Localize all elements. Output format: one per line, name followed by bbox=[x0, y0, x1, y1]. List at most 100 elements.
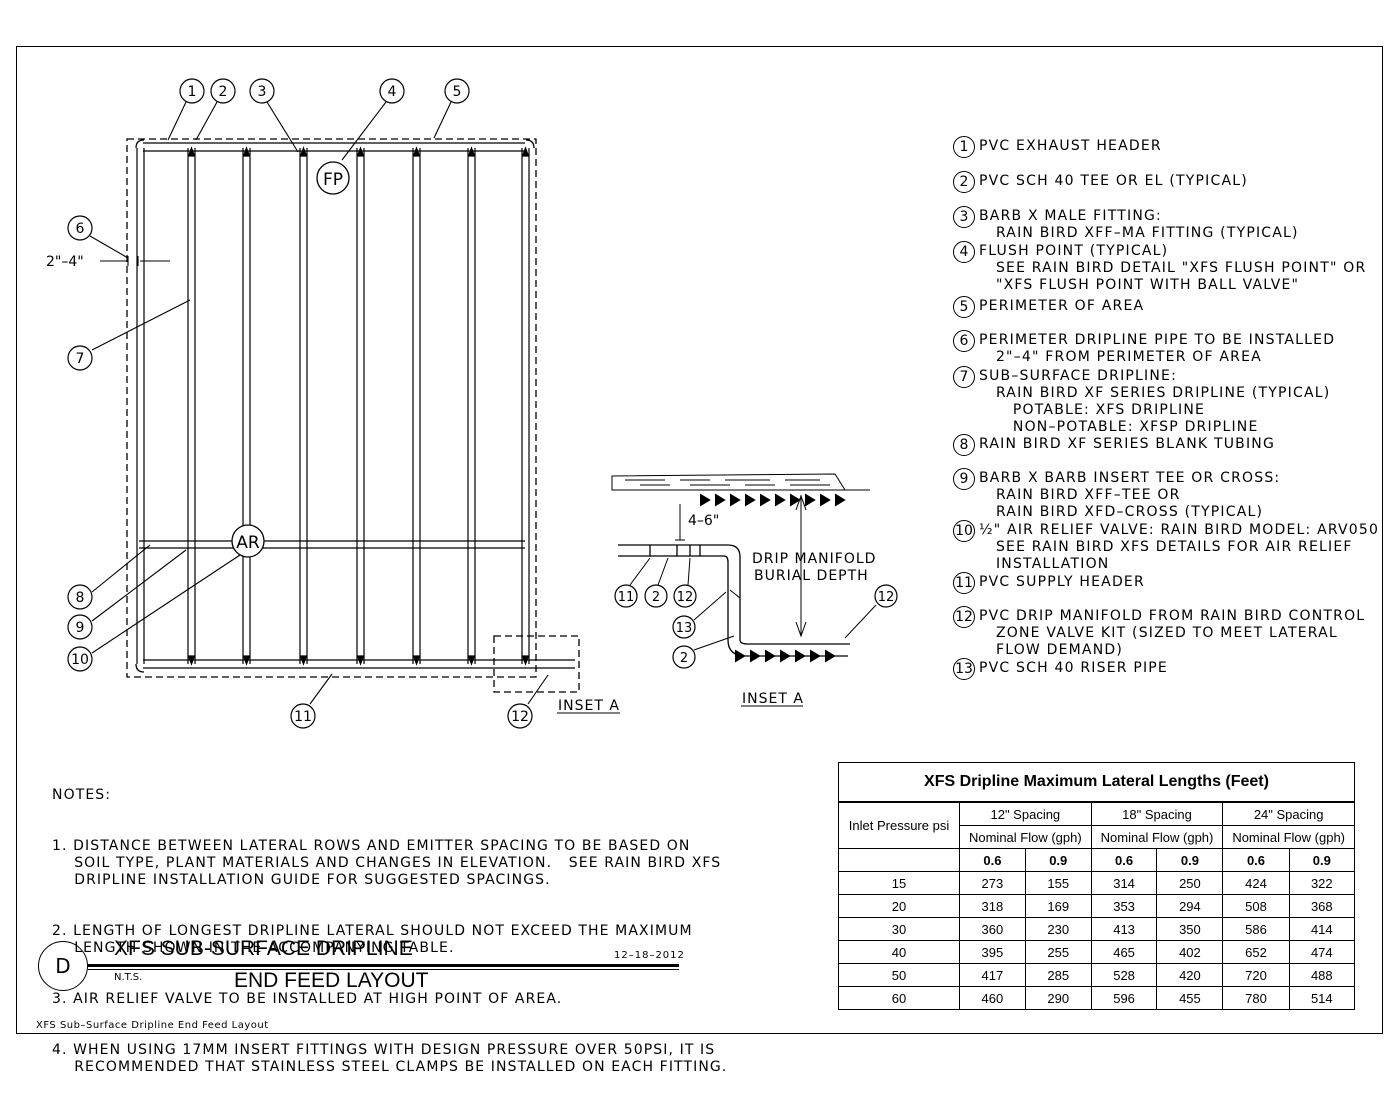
callout-9: 9 bbox=[76, 620, 85, 636]
flow-value: 0.6 bbox=[1090, 848, 1158, 872]
legend-line: RAIN BIRD XFF–MA FITTING (TYPICAL) bbox=[979, 225, 1299, 241]
legend-line: RAIN BIRD XF SERIES DRIPLINE (TYPICAL) bbox=[979, 385, 1331, 401]
legend-text: PVC SCH 40 TEE OR EL (TYPICAL) bbox=[979, 171, 1248, 190]
barb-fitting-icon bbox=[187, 146, 196, 666]
legend-line: INSTALLATION bbox=[979, 556, 1110, 572]
note-3: 3. AIR RELIEF VALVE TO BE INSTALLED AT H… bbox=[52, 991, 563, 1007]
length-cell: 652 bbox=[1222, 940, 1290, 964]
inset-a-detail-label: INSET A bbox=[742, 691, 804, 707]
note-1: 1. DISTANCE BETWEEN LATERAL ROWS AND EMI… bbox=[52, 838, 722, 888]
length-cell: 460 bbox=[959, 986, 1026, 1009]
sub-surface-dripline-laterals bbox=[136, 146, 530, 666]
length-cell: 424 bbox=[1222, 871, 1290, 895]
inset-a-box bbox=[493, 635, 580, 693]
length-cell: 169 bbox=[1024, 894, 1092, 918]
callout-5: 5 bbox=[453, 84, 462, 100]
row-header: Inlet Pressure psi bbox=[839, 802, 960, 849]
notes: NOTES: 1. DISTANCE BETWEEN LATERAL ROWS … bbox=[52, 753, 727, 1093]
legend-number: 5 bbox=[953, 296, 975, 318]
inset-detail: 4–6" DRIP MANIFOLD BURIAL DEPTH 11 2 12 … bbox=[611, 473, 898, 707]
legend-text: SUB–SURFACE DRIPLINE: RAIN BIRD XF SERIE… bbox=[979, 366, 1330, 436]
inset-callout-2b: 2 bbox=[680, 651, 688, 666]
legend-line: NON–POTABLE: XFSP DRIPLINE bbox=[979, 419, 1259, 435]
length-cell: 290 bbox=[1024, 986, 1092, 1009]
length-cell: 350 bbox=[1156, 917, 1224, 941]
inset-callout-2a: 2 bbox=[652, 590, 660, 605]
pressure-cell: 60 bbox=[839, 986, 960, 1009]
legend-number: 13 bbox=[953, 658, 975, 680]
length-cell: 155 bbox=[1024, 871, 1092, 895]
legend-number: 2 bbox=[953, 171, 975, 193]
length-cell: 780 bbox=[1222, 986, 1290, 1009]
lateral-line bbox=[412, 148, 421, 664]
length-cell: 255 bbox=[1024, 940, 1092, 964]
flow-label-18: Nominal Flow (gph) bbox=[1090, 825, 1224, 849]
legend-line: PVC SCH 40 RISER PIPE bbox=[979, 660, 1168, 676]
legend-text: PERIMETER OF AREA bbox=[979, 296, 1144, 315]
pvc-exhaust-header bbox=[143, 142, 525, 152]
legend-line: FLOW DEMAND) bbox=[979, 642, 1124, 658]
drawing-subtitle: END FEED LAYOUT bbox=[234, 969, 429, 992]
legend-line: ZONE VALVE KIT (SIZED TO MEET LATERAL bbox=[979, 625, 1338, 641]
legend-line: SUB–SURFACE DRIPLINE: bbox=[979, 368, 1178, 384]
notes-heading: NOTES: bbox=[52, 787, 112, 803]
legend-line: 2"–4" FROM PERIMETER OF AREA bbox=[979, 349, 1262, 365]
length-cell: 720 bbox=[1222, 963, 1290, 987]
legend-text: RAIN BIRD XF SERIES BLANK TUBING bbox=[979, 434, 1275, 453]
lateral-line bbox=[521, 148, 530, 664]
legend-line: ½" AIR RELIEF VALVE: RAIN BIRD MODEL: AR… bbox=[979, 522, 1380, 538]
inset-label-line2: BURIAL DEPTH bbox=[754, 568, 869, 584]
dimension-label: 2"–4" bbox=[46, 254, 84, 270]
legend-text: BARB X MALE FITTING: RAIN BIRD XFF–MA FI… bbox=[979, 206, 1299, 242]
lateral-line bbox=[467, 148, 476, 664]
length-cell: 528 bbox=[1090, 963, 1158, 987]
inset-a-label: INSET A bbox=[558, 698, 620, 714]
spacing-18: 18" Spacing bbox=[1090, 802, 1224, 826]
lateral-lengths-table: XFS Dripline Maximum Lateral Lengths (Fe… bbox=[838, 762, 1355, 1010]
legend-line: PVC DRIP MANIFOLD FROM RAIN BIRD CONTROL bbox=[979, 608, 1366, 624]
length-cell: 420 bbox=[1156, 963, 1224, 987]
lateral-line bbox=[136, 148, 145, 664]
length-cell: 508 bbox=[1222, 894, 1290, 918]
length-cell: 285 bbox=[1024, 963, 1092, 987]
length-cell: 402 bbox=[1156, 940, 1224, 964]
callout-11: 11 bbox=[294, 709, 312, 725]
length-cell: 230 bbox=[1024, 917, 1092, 941]
length-cell: 250 bbox=[1156, 871, 1224, 895]
length-cell: 413 bbox=[1090, 917, 1158, 941]
flow-value: 0.6 bbox=[1222, 848, 1290, 872]
date-label: 12–18–2012 bbox=[614, 950, 685, 961]
callout-8: 8 bbox=[76, 590, 85, 606]
flush-point-symbol bbox=[316, 161, 350, 195]
legend-line: "XFS FLUSH POINT WITH BALL VALVE" bbox=[979, 277, 1300, 293]
barb-fitting-icon bbox=[356, 146, 365, 666]
legend-text: PVC SUPPLY HEADER bbox=[979, 572, 1145, 591]
length-cell: 474 bbox=[1288, 940, 1354, 964]
legend-line: PERIMETER DRIPLINE PIPE TO BE INSTALLED bbox=[979, 332, 1336, 348]
legend-number: 3 bbox=[953, 206, 975, 228]
detail-letter: D bbox=[55, 954, 71, 978]
length-cell: 465 bbox=[1090, 940, 1158, 964]
legend-text: PERIMETER DRIPLINE PIPE TO BE INSTALLED … bbox=[979, 330, 1335, 366]
legend-line: PVC EXHAUST HEADER bbox=[979, 138, 1162, 154]
length-cell: 488 bbox=[1288, 963, 1354, 987]
barb-fitting-icon bbox=[242, 146, 251, 666]
barb-fitting-icon bbox=[412, 146, 421, 666]
length-cell: 395 bbox=[959, 940, 1026, 964]
title-rule bbox=[88, 964, 679, 967]
blank-tubing bbox=[139, 540, 525, 549]
callout-3: 3 bbox=[258, 84, 267, 100]
pressure-cell: 20 bbox=[839, 894, 960, 918]
length-cell: 318 bbox=[959, 894, 1026, 918]
callout-12: 12 bbox=[511, 709, 529, 725]
legend-number: 12 bbox=[953, 606, 975, 628]
barb-fitting-icon bbox=[521, 146, 530, 666]
flow-label-12: Nominal Flow (gph) bbox=[959, 825, 1092, 849]
detail-circle: D bbox=[38, 941, 88, 991]
